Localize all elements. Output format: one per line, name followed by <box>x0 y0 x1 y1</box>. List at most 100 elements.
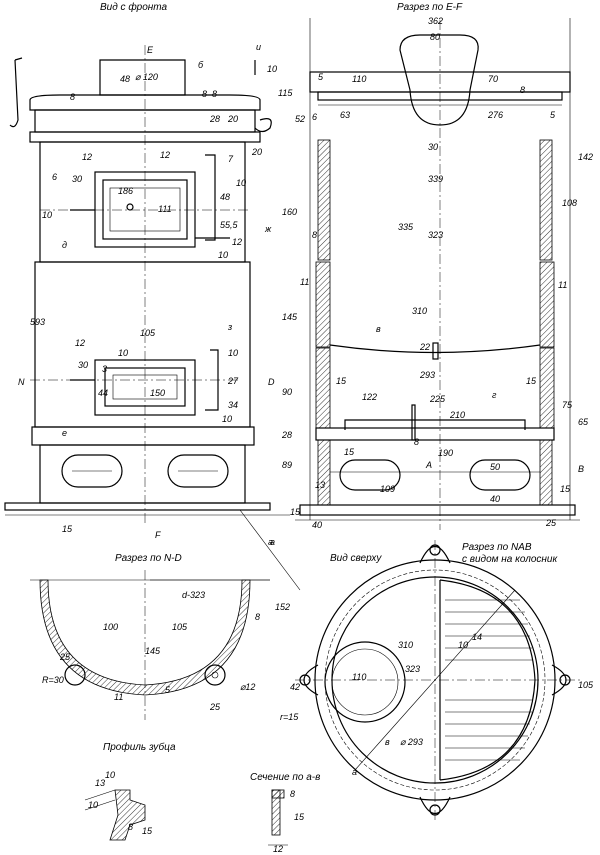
dim-3: 3 <box>102 364 107 374</box>
tooth-dim-10-top: 10 <box>105 770 115 780</box>
ab-dim-8: 8 <box>290 789 295 799</box>
sec-dim-323: 323 <box>428 230 443 240</box>
dim-10-top: 10 <box>267 64 277 74</box>
nd-dim-11: 11 <box>114 692 123 702</box>
sec-dim-293: 293 <box>419 370 435 380</box>
section-ef-view <box>295 18 580 530</box>
dim-12-lower: 12 <box>75 338 85 348</box>
ab-dim-12: 12 <box>273 844 283 854</box>
label-v: в <box>376 324 381 334</box>
dim-593: 593 <box>30 317 45 327</box>
sec-dim-190: 190 <box>438 448 453 458</box>
ab-dim-15: 15 <box>294 812 305 822</box>
tooth-dim-10-left: 10 <box>88 800 98 810</box>
title-front-view: Вид с фронта <box>100 1 168 13</box>
top-dim-10: 10 <box>458 640 468 650</box>
dim-20-side: 20 <box>251 147 262 157</box>
title-top-view: Вид сверху <box>330 553 382 564</box>
title-section-nab: Разрез по NAB <box>462 542 532 553</box>
top-dim-293: ⌀ 293 <box>400 737 423 747</box>
dim-20: 20 <box>227 114 238 124</box>
sec-dim-8-grate: 8 <box>414 437 419 447</box>
sec-dim-210: 210 <box>449 410 465 420</box>
dim-12-side: 12 <box>82 152 92 162</box>
sec-dim-11-left: 11 <box>300 277 309 287</box>
sec-dim-22: 22 <box>419 342 430 352</box>
label-b: б <box>198 60 204 70</box>
dim-8-right: 8 <box>202 89 207 99</box>
tooth-dim-13: 13 <box>95 778 105 788</box>
sec-dim-5-right: 5 <box>550 110 556 120</box>
nd-dim-25-left: 25 <box>59 652 71 662</box>
dim-150: 150 <box>150 388 165 398</box>
dim-8-window: 8 <box>212 89 217 99</box>
sec-dim-11-right: 11 <box>558 280 567 290</box>
dim-145: 145 <box>282 312 298 322</box>
title-section-ef: Разрез по E-F <box>397 2 463 13</box>
sec-dim-63: 63 <box>340 110 350 120</box>
nd-dim-152: 152 <box>275 602 290 612</box>
dim-12-top: 12 <box>160 150 170 160</box>
sec-dim-13: 13 <box>315 480 325 490</box>
label-g: г <box>492 390 497 400</box>
nd-dim-d323: d-323 <box>182 590 205 600</box>
sec-dim-80: 80 <box>430 32 440 42</box>
dim-10-window: 10 <box>236 178 246 188</box>
dim-111: 111 <box>158 204 172 214</box>
tooth-dim-15: 15 <box>142 826 153 836</box>
dim-d120: ⌀ 120 <box>135 72 158 82</box>
dim-10-upper-right: 10 <box>218 250 228 260</box>
dim-12-door: 12 <box>232 237 242 247</box>
dim-89: 89 <box>282 460 292 470</box>
dim-28-lower: 28 <box>281 430 292 440</box>
top-dim-42: 42 <box>290 682 300 692</box>
nd-dim-145: 145 <box>145 646 161 656</box>
label-a: а <box>268 537 273 547</box>
front-view <box>4 45 301 591</box>
sec-dim-335: 335 <box>398 222 414 232</box>
sec-dim-70: 70 <box>488 74 498 84</box>
nd-dim-5: 5 <box>165 685 171 695</box>
dim-34: 34 <box>228 400 238 410</box>
top-dim-105: 105 <box>578 680 594 690</box>
dim-30-lower: 30 <box>78 360 88 370</box>
nd-dim-d12: ⌀12 <box>240 682 255 692</box>
dim-44: 44 <box>98 388 108 398</box>
dim-27: 27 <box>227 376 239 386</box>
label-D: D <box>268 377 275 387</box>
nd-dim-105: 105 <box>172 622 188 632</box>
tooth-dim-8: 8 <box>128 822 133 832</box>
label-z: з <box>227 322 232 332</box>
sec-dim-122: 122 <box>362 392 377 402</box>
sec-dim-108: 108 <box>562 198 577 208</box>
dim-10-lower-side: 10 <box>222 414 232 424</box>
label-A: A <box>425 460 432 470</box>
sec-dim-276: 276 <box>487 110 503 120</box>
top-dim-110: 110 <box>352 672 366 682</box>
dim-30-upper: 30 <box>72 174 82 184</box>
label-i: и <box>256 42 261 52</box>
top-dim-r15: r=15 <box>280 712 299 722</box>
dim-115: 115 <box>278 88 293 98</box>
sec-dim-362: 362 <box>428 16 443 26</box>
sec-dim-110: 110 <box>352 74 366 84</box>
top-dim-310: 310 <box>398 640 413 650</box>
sec-dim-8-wall: 8 <box>312 230 317 240</box>
section-nd-view <box>30 570 270 720</box>
sec-dim-15-side: 15 <box>560 484 571 494</box>
sec-dim-75: 75 <box>562 400 573 410</box>
sec-dim-40-base: 40 <box>312 520 322 530</box>
title-section-ab: Сечение по а-в <box>250 772 320 783</box>
dim-90: 90 <box>282 387 292 397</box>
label-E: E <box>147 45 154 55</box>
dim-105: 105 <box>140 328 156 338</box>
dim-7: 7 <box>228 154 234 164</box>
nd-dim-8: 8 <box>255 612 260 622</box>
sec-dim-15-grate: 15 <box>344 447 355 457</box>
sec-dim-50: 50 <box>490 462 500 472</box>
label-N: N <box>18 377 25 387</box>
dim-28: 28 <box>209 114 220 124</box>
dim-10-upper-left: 10 <box>42 210 52 220</box>
sec-dim-142: 142 <box>578 152 593 162</box>
